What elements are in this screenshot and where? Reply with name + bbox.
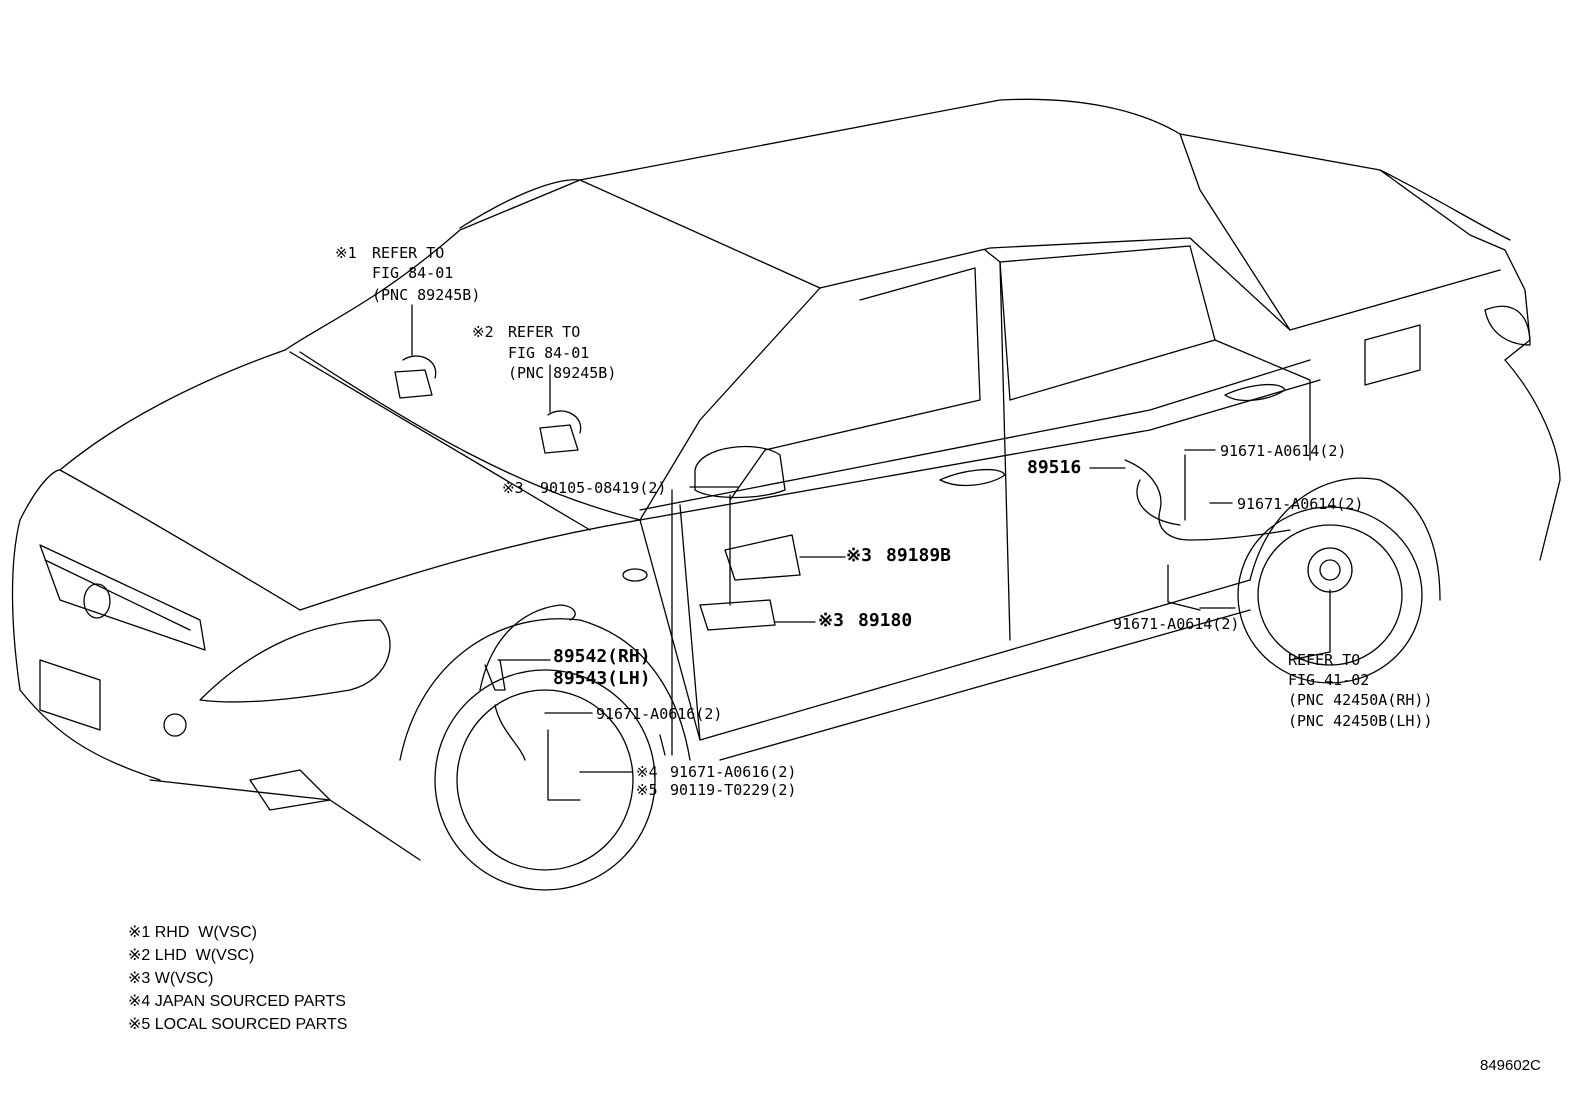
callout-9-mark: ※5 [636,781,658,799]
callout-2-line-1: REFER TO [508,323,581,341]
callout-5-part: 89180 [858,610,913,631]
callout-5-mark: ※3 [818,610,844,631]
footnote-5: ※5 LOCAL SOURCED PARTS [128,1016,348,1033]
callout-10-part: 89516 [1027,457,1082,478]
callout-2-line-2: FIG 84-01 [508,344,590,362]
footnote-1: ※1 RHD W(VSC) [128,924,257,941]
callout-6-line-2: 89543(LH) [553,668,651,689]
callout-11-part: 91671-A0614(2) [1220,442,1347,460]
callout-3-mark: ※3 [502,479,524,497]
car-body-outline [11,98,1561,891]
callout-6-line-1: 89542(RH) [553,646,651,667]
leader-lines [411,304,1331,801]
callout-2-mark: ※2 [472,323,494,341]
callout-1-line-1: REFER TO [372,244,445,262]
callout-1-line-2: FIG 84-01 [372,264,454,282]
callout-4-part: 89189B [886,545,952,566]
callout-14-line-4: (PNC 42450B(LH)) [1288,712,1433,730]
callout-8-mark: ※4 [636,763,658,781]
footnote-4: ※4 JAPAN SOURCED PARTS [128,993,346,1010]
callout-14-line-2: FIG 41-02 [1288,671,1370,689]
callout-14-line-1: REFER TO [1288,651,1361,669]
yaw-sensor-parts [394,355,801,631]
callout-13-part: 91671-A0614(2) [1113,615,1240,633]
callout-7-part: 91671-A0616(2) [596,705,723,723]
callout-3-part: 90105-08419(2) [540,479,667,497]
callout-14-line-3: (PNC 42450A(RH)) [1288,691,1433,709]
callout-4-mark: ※3 [846,545,872,566]
callout-1-mark: ※1 [335,244,357,262]
callout-2-line-3: (PNC 89245B) [508,364,617,382]
callout-12-part: 91671-A0614(2) [1237,495,1364,513]
speed-sensor-wires [479,459,1353,761]
footnote-2: ※2 LHD W(VSC) [128,947,255,964]
footnote-3: ※3 W(VSC) [128,970,214,987]
callout-8-part: 91671-A0616(2) [670,763,797,781]
callout-9-part: 90119-T0229(2) [670,781,797,799]
diagram-code: 849602C [1480,1057,1541,1074]
callout-1-line-3: (PNC 89245B) [372,286,481,304]
